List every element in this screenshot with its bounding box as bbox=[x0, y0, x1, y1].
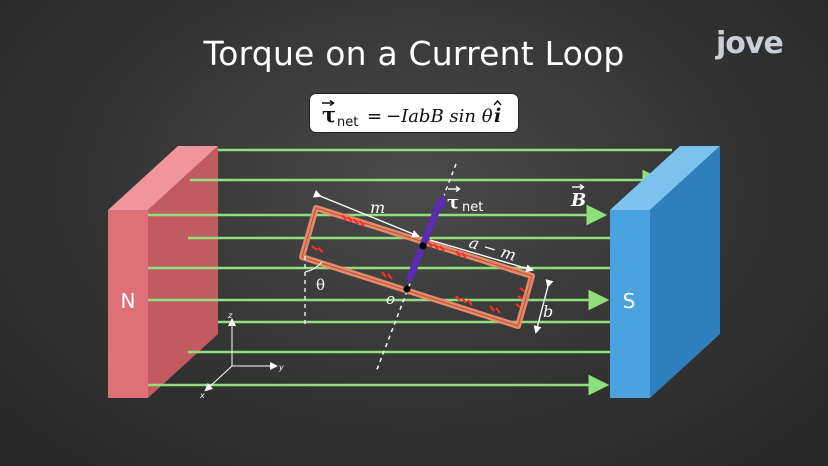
torque-label: τ bbox=[447, 192, 459, 213]
origin-point bbox=[403, 285, 411, 293]
axis-x-label: x bbox=[199, 391, 205, 400]
axis-y-label: y bbox=[278, 363, 284, 372]
field-lines bbox=[148, 148, 672, 396]
page-title: Torque on a Current Loop bbox=[203, 34, 625, 73]
torque-vector bbox=[406, 198, 444, 282]
formula-lhs: τ bbox=[322, 102, 336, 127]
formula-rhs: −IabB sin θ bbox=[386, 106, 493, 127]
south-label: S bbox=[623, 289, 636, 313]
dimension-a-minus-m bbox=[429, 239, 534, 273]
torque-label-sub: net bbox=[462, 200, 483, 215]
label-theta: θ bbox=[316, 276, 325, 294]
formula-box: τ net = −IabB sin θ i bbox=[309, 93, 519, 133]
formula-equals: = bbox=[367, 106, 382, 127]
current-marks bbox=[311, 214, 525, 314]
north-magnet: N bbox=[108, 146, 218, 398]
label-a-minus-m: a − m bbox=[467, 233, 519, 265]
theta-arc bbox=[304, 261, 323, 273]
formula-unit-vector: i bbox=[494, 105, 501, 127]
brand-logo: jove bbox=[716, 26, 784, 61]
dimension-b bbox=[533, 279, 554, 334]
formula-svg: τ net = −IabB sin θ i bbox=[322, 99, 502, 130]
south-magnet: S bbox=[610, 146, 720, 398]
rotation-axis bbox=[375, 163, 457, 373]
label-origin: o bbox=[386, 290, 395, 308]
north-label: N bbox=[121, 289, 136, 313]
torque-label-group: τ net bbox=[447, 185, 483, 215]
label-m: m bbox=[370, 198, 385, 217]
field-label: B bbox=[570, 190, 586, 211]
formula-lhs-sub: net bbox=[337, 115, 358, 130]
label-b: b bbox=[543, 302, 553, 321]
dimension-m bbox=[312, 190, 420, 238]
center-point bbox=[419, 242, 427, 250]
current-loop bbox=[299, 205, 535, 329]
coordinate-axes bbox=[204, 318, 278, 392]
field-label-group: B bbox=[570, 183, 586, 211]
axis-z-label: z bbox=[227, 311, 233, 320]
